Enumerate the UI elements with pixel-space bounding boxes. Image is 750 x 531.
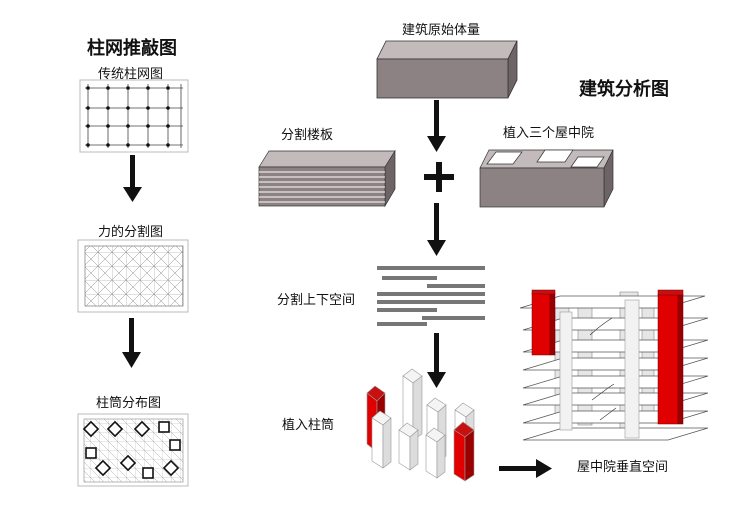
arrow-down-icon [427, 333, 446, 388]
label-split-floors: 分割楼板 [281, 128, 334, 143]
original-mass-box [376, 40, 518, 99]
split-spaces-stripes [377, 266, 485, 326]
right-title: 建筑分析图 [579, 79, 669, 100]
tube-distribution-icon [77, 413, 189, 487]
arrow-right-icon [499, 459, 552, 478]
arrow-down-icon [122, 318, 141, 368]
label-split-spaces: 分割上下空间 [277, 293, 356, 308]
label-insert-courtyards: 植入三个屋中院 [503, 126, 595, 141]
plus-icon [424, 162, 454, 192]
label-insert-tubes: 植入柱筒 [282, 418, 335, 433]
arrow-down-icon [123, 155, 142, 202]
courtyard-box [479, 149, 614, 208]
step-label-traditional-grid: 传统柱网图 [98, 67, 164, 82]
label-courtyard-space: 屋中院垂直空间 [577, 460, 669, 475]
tube-prisms [366, 368, 475, 482]
triangulated-grid-icon [77, 239, 189, 313]
step-label-tube-distribution: 柱筒分布图 [96, 396, 162, 411]
step-label-force-split: 力的分割图 [98, 225, 164, 240]
arrow-down-icon [427, 203, 446, 256]
label-original-mass: 建筑原始体量 [402, 23, 481, 38]
arrow-down-icon [427, 100, 446, 152]
split-floors-stack [258, 149, 396, 208]
left-title: 柱网推敲图 [87, 38, 177, 59]
courtyard-building-axonometric [519, 289, 709, 441]
grid-icon [79, 79, 189, 153]
